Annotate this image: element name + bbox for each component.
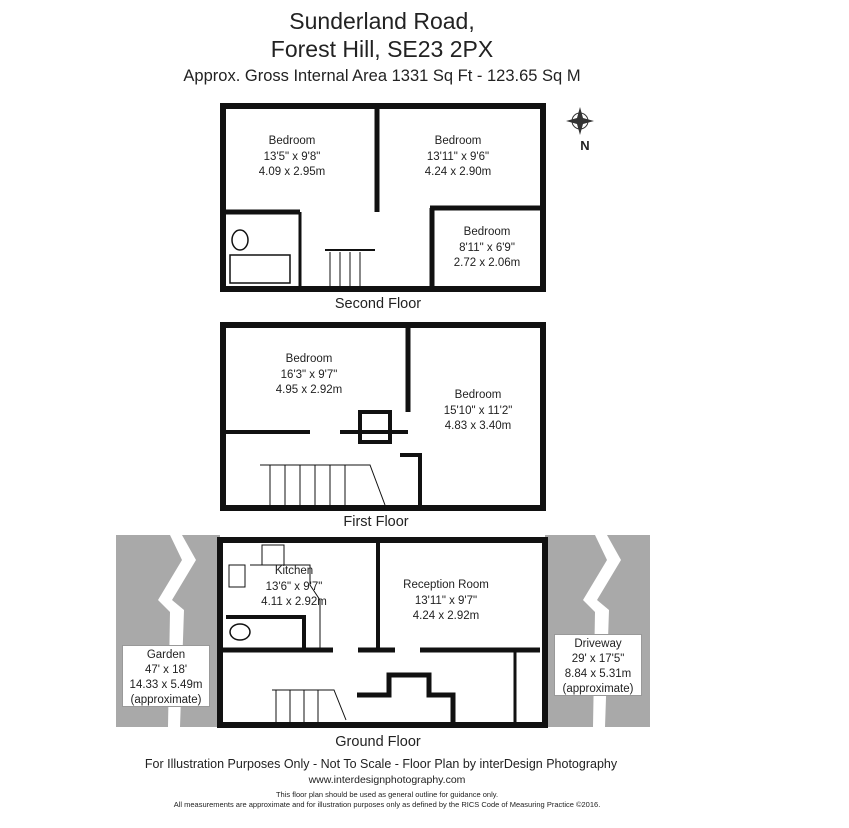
ground-floor-label: Ground Floor bbox=[335, 734, 421, 750]
footer-credit: For Illustration Purposes Only - Not To … bbox=[144, 757, 618, 771]
reception-room: Reception Room 13'11" x 9'7" 4.24 x 2.92… bbox=[403, 578, 489, 625]
first-floor-walls bbox=[220, 322, 546, 511]
footer-disclaimer-1: This floor plan should be used as genera… bbox=[275, 790, 499, 799]
kitchen: Kitchen 13'6" x 9'7" 4.11 x 2.92m bbox=[261, 564, 327, 611]
room-name: Bedroom bbox=[285, 353, 333, 365]
room-metric: 2.72 x 2.06m bbox=[453, 257, 521, 269]
second-floor-bedroom-2: Bedroom 13'11" x 9'6" 4.24 x 2.90m bbox=[425, 134, 491, 181]
room-imperial: 13'6" x 9'7" bbox=[265, 580, 323, 593]
driveway-name: Driveway bbox=[574, 638, 622, 650]
garden-label: Garden 47' x 18' 14.33 x 5.49m (approxim… bbox=[122, 645, 210, 707]
room-imperial: 8'11" x 6'9" bbox=[459, 241, 515, 254]
room-metric: 4.83 x 3.40m bbox=[444, 420, 512, 432]
footer-website: www.interdesignphotography.com bbox=[308, 774, 466, 786]
gross-area: Approx. Gross Internal Area 1331 Sq Ft -… bbox=[183, 67, 581, 85]
first-floor-label: First Floor bbox=[343, 514, 409, 530]
first-floor-bedroom-1: Bedroom 16'3" x 9'7" 4.95 x 2.92m bbox=[276, 352, 342, 399]
footer-disclaimer-2: All measurements are approximate and for… bbox=[173, 800, 601, 809]
compass-icon bbox=[566, 107, 594, 135]
room-metric: 4.09 x 2.95m bbox=[258, 166, 326, 178]
room-imperial: 13'5" x 9'8" bbox=[263, 150, 321, 163]
second-floor-bedroom-1: Bedroom 13'5" x 9'8" 4.09 x 2.95m bbox=[259, 134, 325, 181]
second-floor-walls bbox=[220, 103, 546, 292]
room-name: Reception Room bbox=[403, 579, 489, 591]
room-metric: 4.95 x 2.92m bbox=[275, 384, 343, 396]
room-name: Bedroom bbox=[463, 226, 511, 238]
room-name: Bedroom bbox=[434, 135, 482, 147]
second-floor-bedroom-3: Bedroom 8'11" x 6'9" 2.72 x 2.06m bbox=[454, 225, 520, 272]
room-imperial: 16'3" x 9'7" bbox=[280, 368, 338, 381]
first-floor-bedroom-2: Bedroom 15'10" x 11'2" 4.83 x 3.40m bbox=[444, 388, 513, 435]
room-name: Bedroom bbox=[268, 135, 316, 147]
compass-north-label: N bbox=[580, 138, 590, 153]
room-name: Kitchen bbox=[274, 565, 314, 577]
second-floor-label: Second Floor bbox=[334, 296, 422, 312]
driveway-metric: 8.84 x 5.31m bbox=[564, 668, 632, 680]
title-line1: Sunderland Road, bbox=[289, 8, 475, 34]
garden-note: (approximate) bbox=[130, 694, 202, 706]
garden-metric: 14.33 x 5.49m bbox=[129, 679, 203, 691]
driveway-area bbox=[545, 535, 650, 727]
driveway-imperial: 29' x 17'5" bbox=[571, 653, 625, 665]
ground-floor-walls bbox=[217, 537, 548, 728]
driveway-label: Driveway 29' x 17'5" 8.84 x 5.31m (appro… bbox=[554, 634, 642, 696]
garden-imperial: 47' x 18' bbox=[144, 664, 188, 676]
driveway-note: (approximate) bbox=[562, 683, 634, 695]
room-imperial: 15'10" x 11'2" bbox=[443, 404, 513, 417]
room-name: Bedroom bbox=[454, 389, 502, 401]
garden-name: Garden bbox=[146, 649, 186, 661]
room-imperial: 13'11" x 9'7" bbox=[414, 594, 478, 607]
room-imperial: 13'11" x 9'6" bbox=[426, 150, 490, 163]
room-metric: 4.11 x 2.92m bbox=[261, 596, 327, 608]
title-line2: Forest Hill, SE23 2PX bbox=[270, 36, 494, 62]
room-metric: 4.24 x 2.90m bbox=[424, 166, 492, 178]
room-metric: 4.24 x 2.92m bbox=[412, 610, 480, 622]
